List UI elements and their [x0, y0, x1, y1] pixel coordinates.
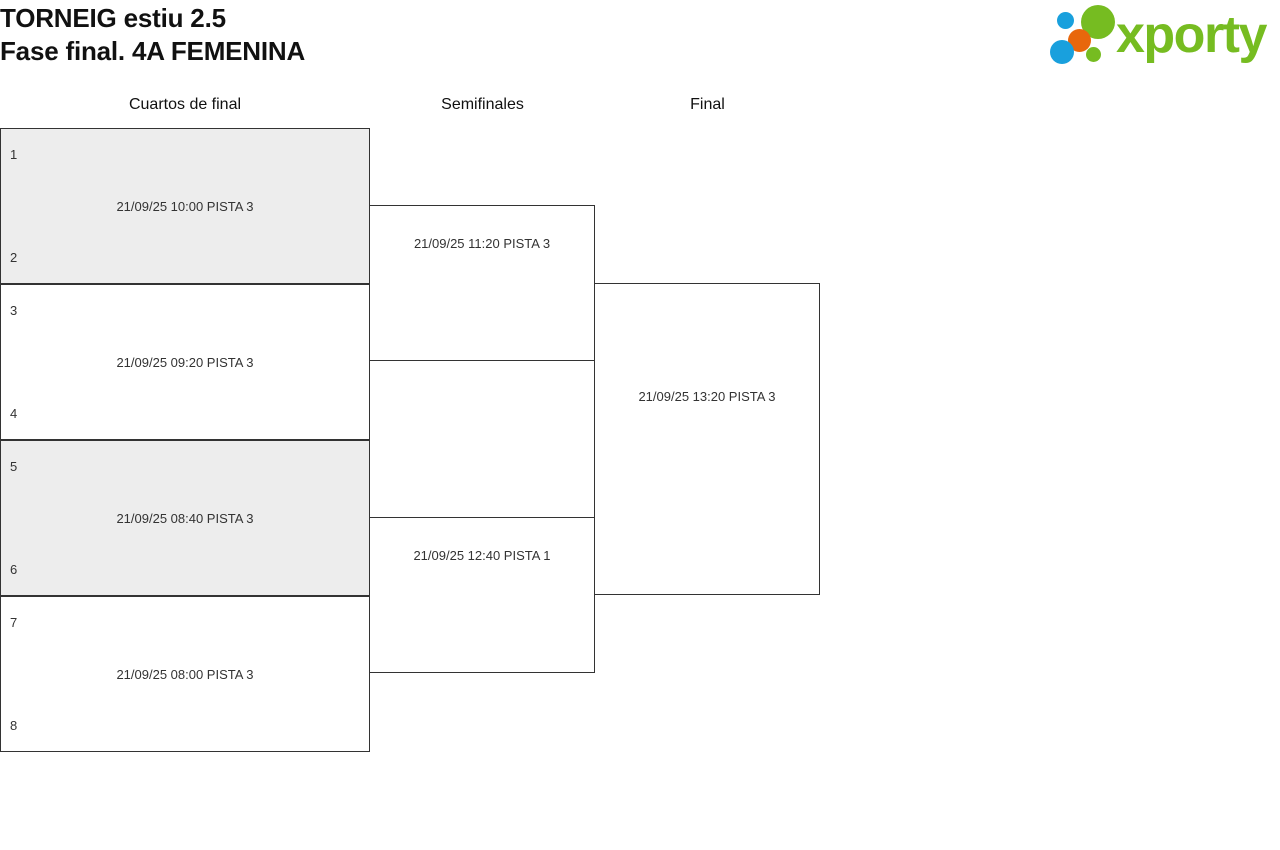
- match-quarterfinal-3[interactable]: 5 6 21/09/25 08:40 PISTA 3: [0, 440, 370, 596]
- seed-label: 8: [10, 718, 18, 733]
- match-quarterfinal-1[interactable]: 1 2 21/09/25 10:00 PISTA 3: [0, 128, 370, 284]
- match-quarterfinal-2[interactable]: 3 4 21/09/25 09:20 PISTA 3: [0, 284, 370, 440]
- round-header-semifinals: Semifinales: [441, 96, 524, 113]
- xporty-logo[interactable]: xporty: [1050, 4, 1276, 66]
- match-quarterfinal-4[interactable]: 7 8 21/09/25 08:00 PISTA 3: [0, 596, 370, 752]
- tournament-name: TORNEIG estiu 2.5: [0, 3, 226, 33]
- page-title: TORNEIG estiu 2.5 Fase final. 4A FEMENIN…: [0, 2, 305, 68]
- match-schedule-label: 21/09/25 12:40 PISTA 1: [413, 548, 551, 563]
- logo-dot-green-small-icon: [1086, 47, 1101, 62]
- match-schedule-label: 21/09/25 11:20 PISTA 3: [413, 236, 551, 251]
- logo-wordmark: xporty: [1116, 6, 1267, 64]
- seed-label: 4: [10, 406, 18, 421]
- logo-dots-icon: [1050, 4, 1122, 66]
- seed-label: 7: [10, 615, 18, 630]
- match-final[interactable]: 21/09/25 13:20 PISTA 3: [594, 283, 820, 595]
- seed-label: 1: [10, 147, 18, 162]
- seed-label: 3: [10, 303, 18, 318]
- logo-dot-blue-large-icon: [1050, 40, 1074, 64]
- match-schedule-label: 21/09/25 10:00 PISTA 3: [116, 199, 254, 214]
- match-schedule-label: 21/09/25 13:20 PISTA 3: [638, 389, 776, 404]
- match-schedule-label: 21/09/25 08:40 PISTA 3: [116, 511, 254, 526]
- page-header: TORNEIG estiu 2.5 Fase final. 4A FEMENIN…: [0, 0, 1280, 80]
- seed-label: 2: [10, 250, 18, 265]
- match-semifinal-1[interactable]: 21/09/25 11:20 PISTA 3: [369, 205, 595, 361]
- logo-dot-blue-small-icon: [1057, 12, 1074, 29]
- seed-label: 6: [10, 562, 18, 577]
- bracket: 1 2 21/09/25 10:00 PISTA 3 3 4 21/09/25 …: [0, 128, 1280, 768]
- round-header-quarterfinals: Cuartos de final: [128, 96, 242, 113]
- match-schedule-label: 21/09/25 08:00 PISTA 3: [116, 667, 254, 682]
- tournament-phase: Fase final. 4A FEMENINA: [0, 36, 306, 66]
- round-header-final: Final: [690, 96, 725, 113]
- seed-label: 5: [10, 459, 18, 474]
- match-schedule-label: 21/09/25 09:20 PISTA 3: [116, 355, 254, 370]
- match-semifinal-2[interactable]: 21/09/25 12:40 PISTA 1: [369, 517, 595, 673]
- logo-dot-orange-icon: [1068, 29, 1091, 52]
